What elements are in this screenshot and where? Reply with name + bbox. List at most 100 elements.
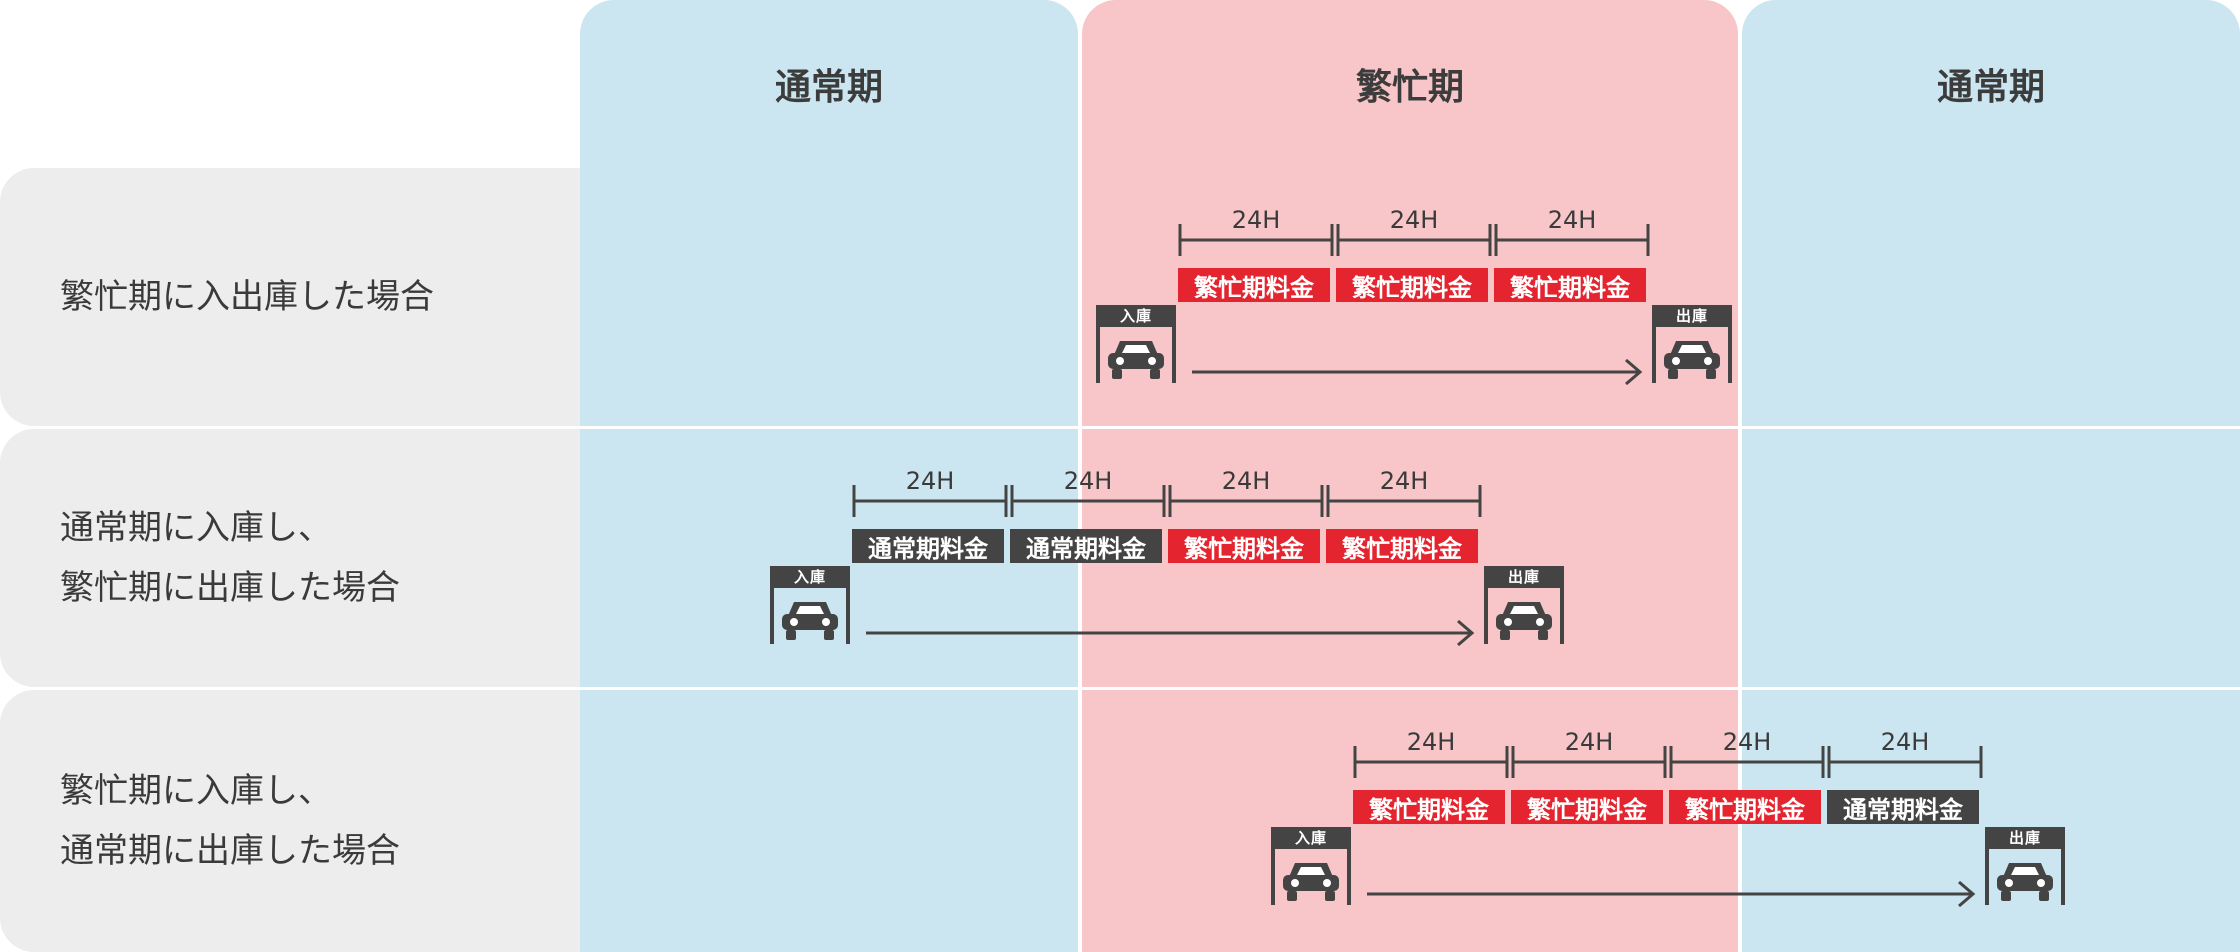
row-2-exit-car-window (2011, 867, 2039, 875)
row-2-entry-car-window (1297, 867, 1325, 875)
row-2-hour-label-1: 24H (1564, 728, 1614, 756)
row-1-entry-garage-icon (770, 566, 850, 644)
row-0-entry-car-wheel-left (1112, 369, 1122, 379)
row-label-2-line-2: 繁忙期に出庫した場合 (60, 568, 400, 608)
row-1-exit-car-wheel-left (1500, 630, 1510, 640)
row-0-hour-label-1: 24H (1389, 206, 1439, 234)
row-0-exit-label: 出庫 (1675, 307, 1708, 325)
row-0-exit-pillar-right (1728, 327, 1732, 383)
row-0-exit-car-body (1664, 353, 1720, 369)
row-0-exit-car-light-right (1704, 357, 1712, 365)
row-1-fee-badge-1: 通常期料金 (1010, 529, 1162, 563)
row-1-entry-pillar-left (770, 588, 774, 644)
row-2-entry-car-body (1283, 875, 1339, 891)
row-2-entry-pillar-left (1271, 849, 1275, 905)
row-divider-1 (0, 426, 2240, 429)
row-label-2-line-1: 通常期に入庫し、 (60, 508, 332, 548)
row-0-entry-label: 入庫 (1119, 307, 1152, 325)
row-1-exit-pillar-right (1560, 588, 1564, 644)
row-2-arrow-head-icon (1958, 880, 1976, 908)
column-header-normal-2: 通常期 (1936, 67, 2045, 108)
row-2-fee-badge-3: 通常期料金 (1827, 790, 1979, 824)
row-divider-2 (0, 687, 2240, 690)
row-1-exit-label: 出庫 (1507, 568, 1540, 586)
row-label-3-line-2: 通常期に出庫した場合 (60, 831, 400, 871)
row-1-entry-car-window (796, 606, 824, 614)
row-2-fee-badge-1: 繁忙期料金 (1511, 790, 1663, 824)
row-0-exit-car-window (1678, 345, 1706, 353)
row-1-entry-label: 入庫 (793, 568, 826, 586)
row-0-exit-roof (1652, 305, 1732, 327)
row-label-1-line-1: 繁忙期に入出庫した場合 (60, 277, 434, 317)
row-1-exit-car-body (1496, 614, 1552, 630)
row-2-entry-car-light-left (1291, 879, 1299, 887)
row-1-fee-badge-3: 繁忙期料金 (1326, 529, 1478, 563)
row-2-exit-label: 出庫 (2008, 829, 2041, 847)
row-2-exit-car-wheel-left (2001, 891, 2011, 901)
row-0-hour-label-0: 24H (1231, 206, 1281, 234)
row-2-exit-pillar-left (1985, 849, 1989, 905)
row-1-entry-pillar-right (846, 588, 850, 644)
row-2-entry-pillar-right (1347, 849, 1351, 905)
row-1-exit-car-wheel-right (1538, 630, 1548, 640)
row-1-entry-car-light-left (790, 618, 798, 626)
row-2-exit-car-light-left (2005, 879, 2013, 887)
row-0-entry-car-light-right (1148, 357, 1156, 365)
row-2-entry-garage-icon (1271, 827, 1351, 905)
column-header-normal-1: 通常期 (774, 67, 883, 108)
row-1-entry-car-light-right (822, 618, 830, 626)
row-label-3: 繁忙期に入庫し、 通常期に出庫した場合 (0, 690, 580, 952)
row-2-exit-car-wheel-right (2039, 891, 2049, 901)
row-2-fee-badge-0: 繁忙期料金 (1353, 790, 1505, 824)
row-2-hour-label-3: 24H (1880, 728, 1930, 756)
row-0-fee-badge-2: 繁忙期料金 (1494, 268, 1646, 302)
row-0-fee-badge-1: 繁忙期料金 (1336, 268, 1488, 302)
row-1-exit-garage-icon (1484, 566, 1564, 644)
row-2-entry-roof (1271, 827, 1351, 849)
row-2-exit-garage-icon (1985, 827, 2065, 905)
row-2-exit-roof (1985, 827, 2065, 849)
row-0-exit-pillar-left (1652, 327, 1656, 383)
row-1-fee-badge-0: 通常期料金 (852, 529, 1004, 563)
row-1-exit-car-window (1510, 606, 1538, 614)
row-0-exit-car-light-left (1672, 357, 1680, 365)
row-1-exit-pillar-left (1484, 588, 1488, 644)
row-0-entry-pillar-right (1172, 327, 1176, 383)
row-2-entry-label: 入庫 (1294, 829, 1327, 847)
column-normal-2 (1742, 0, 2240, 952)
row-0-exit-garage-icon (1652, 305, 1732, 383)
row-1-entry-car-body (782, 614, 838, 630)
row-0-entry-car-body (1108, 353, 1164, 369)
row-1-exit-car-light-left (1504, 618, 1512, 626)
column-normal-1 (580, 0, 1078, 952)
row-1-entry-roof (770, 566, 850, 588)
row-0-arrow-head-icon (1625, 358, 1643, 386)
column-header-busy: 繁忙期 (1355, 67, 1464, 108)
row-1-hour-label-3: 24H (1379, 467, 1429, 495)
row-1-arrow-head-icon (1457, 619, 1475, 647)
row-1-entry-car-wheel-right (824, 630, 834, 640)
row-0-entry-car-wheel-right (1150, 369, 1160, 379)
row-1-hour-label-0: 24H (905, 467, 955, 495)
row-0-hour-label-2: 24H (1547, 206, 1597, 234)
row-2-entry-car-light-right (1323, 879, 1331, 887)
row-0-entry-garage-icon (1096, 305, 1176, 383)
row-2-hour-label-2: 24H (1722, 728, 1772, 756)
row-0-entry-car-light-left (1116, 357, 1124, 365)
row-1-exit-roof (1484, 566, 1564, 588)
row-label-2: 通常期に入庫し、 繁忙期に出庫した場合 (0, 429, 580, 687)
row-0-exit-car-wheel-right (1706, 369, 1716, 379)
row-0-fee-badge-0: 繁忙期料金 (1178, 268, 1330, 302)
row-0-exit-car-wheel-left (1668, 369, 1678, 379)
row-2-fee-badge-2: 繁忙期料金 (1669, 790, 1821, 824)
row-2-hour-label-0: 24H (1406, 728, 1456, 756)
row-label-1: 繁忙期に入出庫した場合 (0, 168, 580, 426)
row-2-entry-car-wheel-right (1325, 891, 1335, 901)
row-1-exit-car-light-right (1536, 618, 1544, 626)
row-0-entry-car-window (1122, 345, 1150, 353)
row-2-exit-pillar-right (2061, 849, 2065, 905)
row-2-exit-car-light-right (2037, 879, 2045, 887)
